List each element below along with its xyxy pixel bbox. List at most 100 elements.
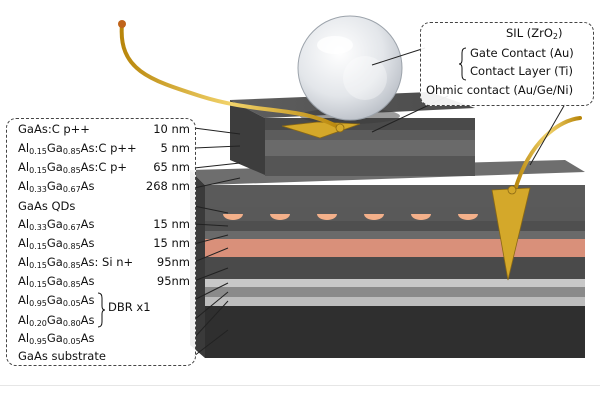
- material-text: Al: [18, 160, 30, 174]
- material-text: Ga: [46, 274, 63, 288]
- sil-label: SIL (ZrO2): [506, 26, 563, 41]
- leader-line: [371, 47, 426, 66]
- layer-thickness: 15 nm: [153, 236, 190, 250]
- material-text: As: [80, 236, 95, 250]
- leader-line: [529, 103, 566, 166]
- leader-line: [193, 267, 229, 282]
- material-text: Ga: [46, 313, 63, 327]
- layer-al95-bottom: [205, 297, 585, 306]
- material-subscript: 0.15: [29, 242, 47, 251]
- material-subscript: 0.85: [62, 166, 81, 175]
- material-text: As: Si n+: [80, 255, 134, 269]
- layer-legend-row: GaAs:C p++ 10 nm: [18, 119, 194, 139]
- layer-material: Al0.95Ga0.05As: [18, 328, 95, 352]
- layer-thickness: 95nm: [156, 255, 190, 269]
- layer-material: Al0.95Ga0.05As: [18, 290, 95, 314]
- material-text: Al: [18, 313, 30, 327]
- material-text: Ga: [46, 160, 63, 174]
- leader-line: [193, 145, 241, 149]
- material-subscript: 0.95: [29, 337, 47, 346]
- material-text: Ga: [46, 141, 63, 155]
- material-subscript: 0.20: [29, 319, 47, 328]
- layer-material: Al0.15Ga0.85As: [18, 271, 95, 295]
- ohmic-contact: [491, 116, 582, 281]
- layer-material: Al0.15Ga0.85As:C p+: [18, 157, 127, 181]
- material-text: As:C p++: [80, 141, 137, 155]
- material-text: As: [80, 331, 95, 345]
- layer-thickness: 268 nm: [145, 179, 190, 193]
- material-subscript: 0.15: [29, 261, 47, 270]
- material-text: As: [80, 293, 95, 307]
- quantum-dot: [458, 214, 478, 220]
- dbr-brace: [97, 292, 106, 328]
- layer-material: Al0.33Ga0.67As: [18, 214, 95, 238]
- material-text: Ga: [46, 217, 63, 231]
- material-text: GaAs:C p++: [18, 122, 90, 136]
- mesa-left-face: [230, 100, 265, 175]
- material-text: GaAs QDs: [18, 199, 76, 213]
- gate-contact: [118, 20, 361, 139]
- material-text: Al: [18, 331, 30, 345]
- layer-material: GaAs:C p++: [18, 119, 90, 139]
- sil-highlight: [317, 36, 353, 54]
- material-text: Ga: [46, 236, 63, 250]
- bottom-divider: [0, 385, 600, 386]
- material-subscript: 0.33: [29, 185, 47, 194]
- layer-si-n-doped: [205, 239, 585, 257]
- layer-alganas-15-bottom: [205, 257, 585, 279]
- layer-alganas-33-upper: [205, 185, 585, 207]
- gate-brace-path: [458, 47, 467, 81]
- sil-label-text: SIL (ZrO: [506, 26, 553, 40]
- layer-legend: [6, 118, 196, 366]
- layer-substrate: [205, 306, 585, 358]
- layer-legend-row: GaAs substrate: [18, 346, 194, 366]
- layer-material: GaAs QDs: [18, 196, 75, 216]
- dbr-label: DBR x1: [108, 300, 151, 314]
- material-text: Al: [18, 293, 30, 307]
- layer-alganas-33-lower: [205, 221, 585, 231]
- leader-line: [193, 300, 229, 339]
- mesa-layer-p-plus: [265, 140, 475, 156]
- layer-qd-plane: [205, 207, 585, 221]
- layer-legend-row: Al0.15Ga0.85As: Si n+95nm: [18, 252, 194, 272]
- quantum-dot: [411, 214, 431, 220]
- material-subscript: 0.67: [62, 185, 81, 194]
- ohmic-pin-head: [507, 185, 517, 195]
- layer-legend-row: Al0.15Ga0.85As 15 nm: [18, 233, 194, 253]
- layer-material: GaAs substrate: [18, 346, 106, 366]
- wire-bond: [335, 123, 345, 133]
- leader-line: [193, 291, 229, 321]
- material-text: Al: [18, 141, 30, 155]
- layer-legend-row: Al0.95Ga0.05As: [18, 328, 194, 348]
- leader-line: [193, 247, 229, 263]
- material-text: As: [80, 179, 95, 193]
- contact-layer-label: Contact Layer (Ti): [470, 64, 573, 78]
- layer-thickness: 5 nm: [160, 141, 190, 155]
- leader-line: [193, 282, 229, 301]
- material-subscript: 0.80: [62, 319, 81, 328]
- wire-end-cap: [118, 20, 126, 28]
- material-text: Al: [18, 217, 30, 231]
- layer-dbr-low-al: [205, 287, 585, 297]
- material-text: As: [80, 274, 95, 288]
- material-subscript: 0.05: [62, 299, 81, 308]
- layer-thickness: 10 nm: [153, 122, 190, 136]
- material-text: Al: [18, 236, 30, 250]
- material-subscript: 0.85: [62, 242, 81, 251]
- leader-line: [193, 234, 229, 245]
- material-subscript: 0.67: [62, 223, 81, 232]
- layer-legend-row: Al0.15Ga0.85As:C p+65 nm: [18, 157, 194, 177]
- gate-brace: [458, 47, 467, 81]
- material-text: Al: [18, 255, 30, 269]
- quantum-dot: [364, 214, 384, 220]
- material-subscript: 0.85: [62, 261, 81, 270]
- material-subscript: 0.15: [29, 147, 47, 156]
- layer-material: Al0.15Ga0.85As: [18, 233, 95, 257]
- leader-line: [193, 329, 229, 357]
- sil-inner: [343, 56, 387, 100]
- material-subscript: 0.95: [29, 299, 47, 308]
- leader-line: [193, 162, 241, 169]
